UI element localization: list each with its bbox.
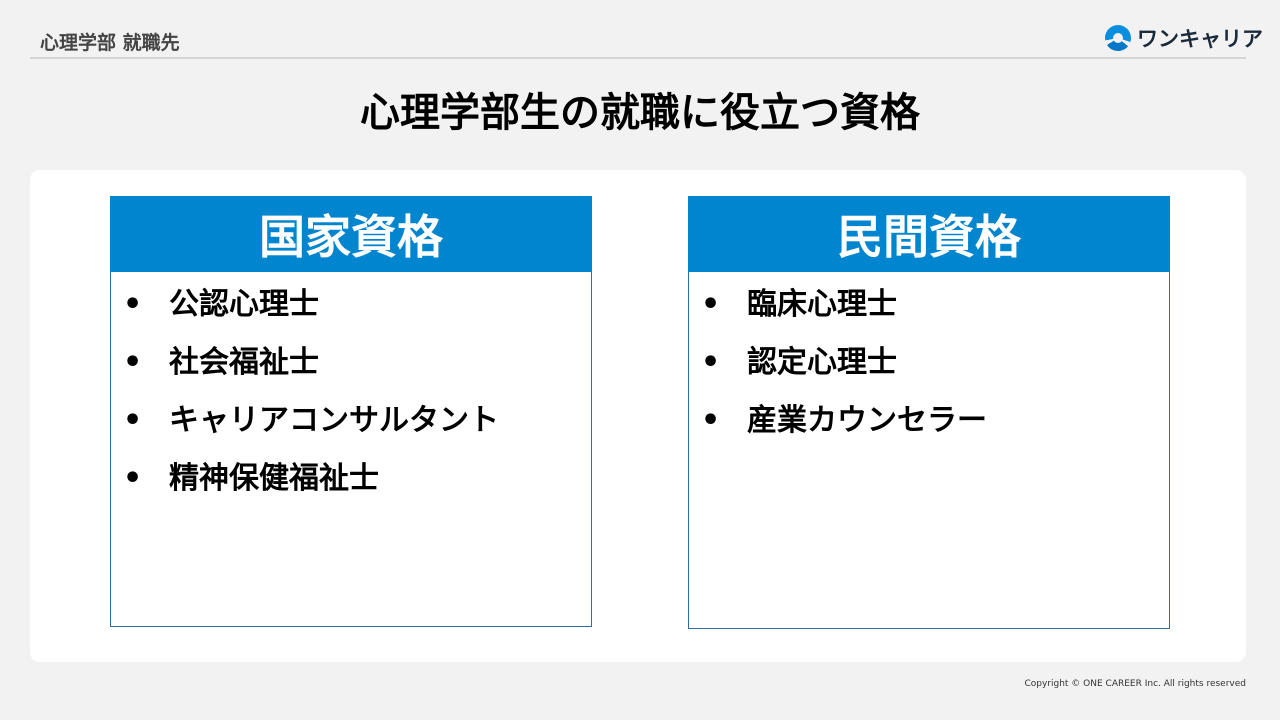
list-item: •社会福祉士: [123, 345, 319, 380]
list-item: •臨床心理士: [701, 287, 897, 322]
list-item: •公認心理士: [123, 287, 319, 322]
list-item: •認定心理士: [701, 345, 897, 380]
section-label: 心理学部 就職先: [40, 32, 180, 54]
list-item: •キャリアコンサルタント: [123, 403, 499, 438]
logo-icon: [1105, 25, 1131, 51]
copyright: Copyright © ONE CAREER Inc. All rights r…: [1024, 679, 1246, 689]
list-item: •精神保健福祉士: [123, 461, 379, 496]
private-heading: 民間資格: [688, 196, 1170, 272]
national-list: •公認心理士 •社会福祉士 •キャリアコンサルタント •精神保健福祉士: [121, 285, 499, 517]
national-qualifications-box: 国家資格 •公認心理士 •社会福祉士 •キャリアコンサルタント •精神保健福祉士: [110, 196, 592, 627]
header-divider: [30, 57, 1246, 59]
private-qualifications-box: 民間資格 •臨床心理士 •認定心理士 •産業カウンセラー: [688, 196, 1170, 629]
content-panel: 国家資格 •公認心理士 •社会福祉士 •キャリアコンサルタント •精神保健福祉士…: [30, 170, 1246, 662]
slide-title: 心理学部生の就職に役立つ資格: [360, 90, 920, 136]
national-heading: 国家資格: [110, 196, 592, 272]
private-list: •臨床心理士 •認定心理士 •産業カウンセラー: [699, 285, 987, 459]
list-item: •産業カウンセラー: [701, 403, 987, 438]
brand-logo: ワンキャリア: [1105, 23, 1263, 53]
logo-text: ワンキャリア: [1137, 27, 1263, 51]
